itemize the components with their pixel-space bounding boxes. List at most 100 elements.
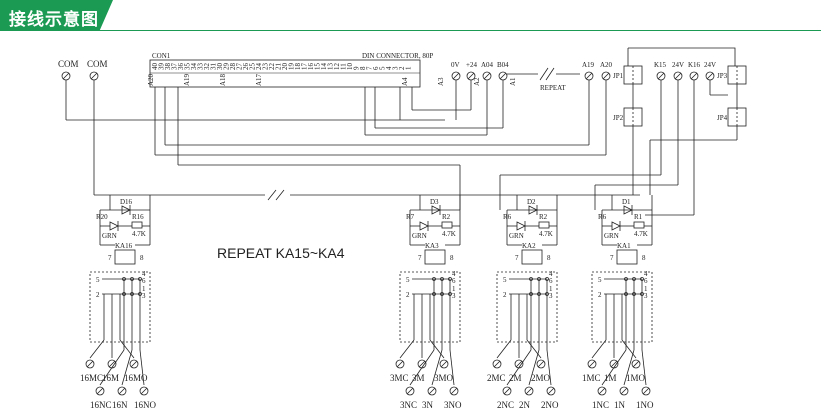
terminal-label: 1NO <box>636 400 654 410</box>
pin-label: 21 <box>275 63 283 71</box>
pin-label: 18 <box>294 63 302 71</box>
terminal-a20: A20 <box>600 61 613 69</box>
resistor-label: R7 <box>406 213 415 221</box>
resistor-label: R2 <box>539 213 548 221</box>
terminal-label: 3NO <box>444 400 462 410</box>
resistor-value: 4.7K <box>132 230 146 238</box>
terminal-24v-2: 24V <box>704 61 716 69</box>
led-label: GRN <box>509 232 524 240</box>
terminal-label: 16NO <box>134 400 156 410</box>
header-divider <box>0 30 821 31</box>
pin-label: 8 <box>359 66 367 70</box>
relay-pin: 6 <box>644 277 648 285</box>
terminal-a04: A04 <box>481 61 494 69</box>
pin-label: 32 <box>203 63 211 71</box>
side-pin-label: A19 <box>183 73 191 86</box>
relay-pin: 6 <box>549 277 553 285</box>
right-terminals <box>584 71 715 81</box>
terminal-24: +24 <box>466 61 477 69</box>
relay-label: KA16 <box>115 242 133 250</box>
relay-pin: 3 <box>452 292 456 300</box>
pin-label: 34 <box>190 63 198 71</box>
relay-pin: 5 <box>96 276 100 284</box>
terminal-label: 1MO <box>626 373 646 383</box>
relay-pin: 1 <box>644 285 648 293</box>
resistor-label: R1 <box>634 213 643 221</box>
pin-label: 16 <box>307 63 315 71</box>
resistor-value: 4.7K <box>539 230 553 238</box>
repeat-short-label: REPEAT <box>540 84 566 92</box>
terminal-label: 1M <box>604 373 617 383</box>
din-connector-label: DIN CONNECTOR, 80P <box>362 52 433 60</box>
resistor-value: 4.7K <box>442 230 456 238</box>
com-label-2: COM <box>87 59 108 69</box>
led-label: GRN <box>604 232 619 240</box>
terminal-k16: K16 <box>688 61 701 69</box>
pin-label: 6 <box>372 66 380 70</box>
relay-pin: 4 <box>644 270 648 278</box>
pin-label: 12 <box>333 63 341 71</box>
terminal-label: 3MO <box>434 373 454 383</box>
relay-pin: 4 <box>549 270 553 278</box>
pin-label: 24 <box>255 63 263 71</box>
relay-pin: 1 <box>452 285 456 293</box>
resistor-label: R20 <box>96 213 108 221</box>
side-pin-label: A18 <box>219 73 227 86</box>
terminal-label: 16NC <box>90 400 112 410</box>
repeat-note: REPEAT KA15~KA4 <box>217 245 345 261</box>
relay-pin: 1 <box>142 285 146 293</box>
terminal-label: 2NO <box>541 400 559 410</box>
relay-pin: 8 <box>642 254 646 262</box>
pin-label: 4 <box>385 66 393 70</box>
terminal-label: 2MC <box>487 373 506 383</box>
resistor-label: R6 <box>503 213 512 221</box>
jumper-label-4: JP4 <box>717 114 728 122</box>
relay-pin: 7 <box>515 254 519 262</box>
pin-label: 39 <box>158 63 166 71</box>
side-pin-label: A2 <box>473 77 481 86</box>
pin-label: 3 <box>392 66 400 70</box>
side-pin-label: A1 <box>509 77 517 86</box>
header-tab <box>0 0 113 31</box>
resistor-value: 4.7K <box>634 230 648 238</box>
resistor-label: R2 <box>442 213 451 221</box>
terminal-a19: A19 <box>582 61 595 69</box>
relay-label: KA3 <box>425 242 439 250</box>
terminal-24v-1: 24V <box>672 61 684 69</box>
terminal-label: 1N <box>614 400 626 410</box>
pin-label: 14 <box>320 63 328 71</box>
pin-label: 10 <box>346 63 354 71</box>
pin-label: 27 <box>236 63 244 71</box>
relay-pin: 3 <box>142 292 146 300</box>
jumper-label-3: JP3 <box>717 72 728 80</box>
relay-pin: 2 <box>598 291 602 299</box>
relay-pin: 8 <box>450 254 454 262</box>
diode-label: D3 <box>430 198 439 206</box>
terminal-b04: B04 <box>497 61 509 69</box>
relay-pin: 4 <box>142 270 146 278</box>
din-connector <box>149 59 421 88</box>
page-header: 接线示意图 <box>0 0 821 36</box>
pin-label: 15 <box>314 63 322 71</box>
pin-label: 33 <box>197 63 205 71</box>
side-pin-label: A3 <box>437 77 445 86</box>
pin-label: 38 <box>164 63 172 71</box>
terminal-label: 2NC <box>497 400 514 410</box>
relay-pin: 2 <box>406 291 410 299</box>
relay-pin: 3 <box>644 292 648 300</box>
side-pin-label: A17 <box>255 73 263 86</box>
relay-pin: 2 <box>96 291 100 299</box>
pin-label: 28 <box>229 63 237 71</box>
relay-pin: 7 <box>418 254 422 262</box>
com-label-1: COM <box>58 59 79 69</box>
pin-label: 1 <box>405 66 413 70</box>
relay-pin: 5 <box>598 276 602 284</box>
relay-pin: 2 <box>503 291 507 299</box>
pin-label: 31 <box>210 63 218 71</box>
pin-label: 9 <box>353 66 361 70</box>
